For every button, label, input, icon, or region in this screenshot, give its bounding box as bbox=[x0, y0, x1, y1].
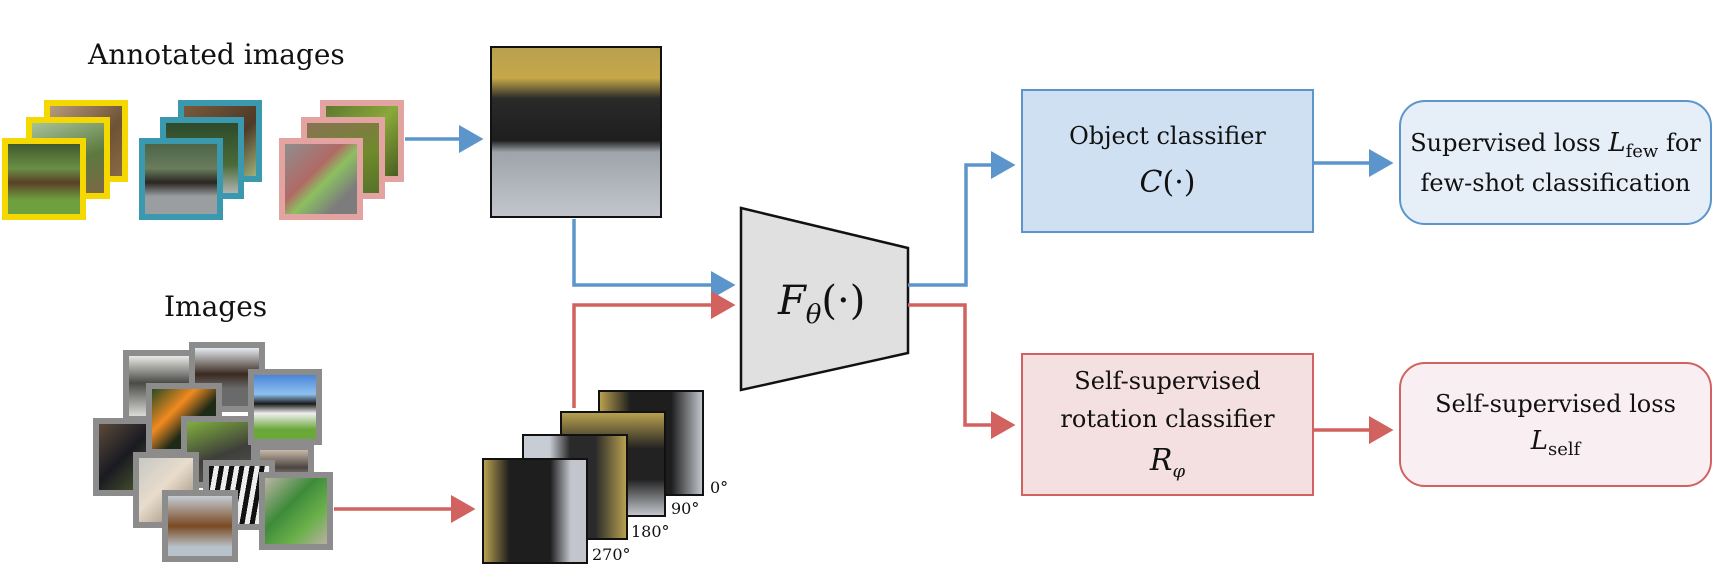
object-classifier-formula: C(·) bbox=[1140, 160, 1196, 205]
self-loss-symbol: L bbox=[1530, 425, 1548, 456]
self-loss-subscript: self bbox=[1547, 439, 1581, 461]
supervised-loss-line1: Supervised loss Lfew for bbox=[1410, 124, 1701, 165]
encoder-shape bbox=[739, 206, 910, 392]
unlabeled-thumb bbox=[162, 490, 238, 562]
supervised-loss-line2: few-shot classification bbox=[1420, 169, 1691, 198]
rotation-label-90: 90° bbox=[671, 499, 700, 518]
object-classifier-box: Object classifier C(·) bbox=[1021, 89, 1314, 233]
rotation-classifier-formula: Rφ bbox=[1150, 438, 1185, 486]
encoder-label: Fθ(·) bbox=[778, 278, 865, 330]
rotation-classifier-subscript: φ bbox=[1172, 460, 1186, 482]
encoder-subscript: θ bbox=[805, 300, 822, 330]
object-classifier-symbol: C bbox=[1139, 164, 1163, 200]
supervised-loss-subscript: few bbox=[1625, 141, 1659, 163]
self-supervised-loss-box: Self-supervised loss Lself bbox=[1399, 362, 1712, 487]
annotated-thumb bbox=[279, 138, 363, 220]
rotation-label-180: 180° bbox=[631, 522, 670, 541]
rotated-image-270 bbox=[482, 458, 588, 564]
supervised-loss-suffix: for bbox=[1658, 128, 1701, 157]
selected-annotated-image bbox=[490, 46, 662, 218]
unlabeled-thumb bbox=[248, 369, 322, 445]
supervised-loss-prefix: Supervised loss bbox=[1410, 128, 1609, 157]
arrow-rotations-to-encoder bbox=[572, 291, 736, 408]
self-loss-line1: Self-supervised loss bbox=[1435, 389, 1676, 418]
images-label: Images bbox=[164, 290, 268, 323]
arrow-encoder-to-rotation-classifier bbox=[908, 303, 1016, 439]
unlabeled-thumb bbox=[259, 472, 333, 550]
rotation-label-0: 0° bbox=[710, 478, 729, 497]
object-classifier-title: Object classifier bbox=[1069, 121, 1266, 150]
annotated-images-label: Annotated images bbox=[88, 38, 345, 71]
rotation-classifier-line1: Self-supervised bbox=[1074, 367, 1261, 396]
arrow-image-to-encoder bbox=[572, 219, 736, 299]
rotation-classifier-box: Self-supervised rotation classifier Rφ bbox=[1021, 353, 1314, 496]
annotated-thumb bbox=[2, 138, 86, 220]
rotation-classifier-line2: rotation classifier bbox=[1060, 404, 1275, 433]
rotation-classifier-symbol: R bbox=[1149, 442, 1173, 478]
annotated-thumb bbox=[139, 138, 223, 220]
supervised-loss-box: Supervised loss Lfew for few-shot classi… bbox=[1399, 100, 1712, 225]
arrow-encoder-to-object-classifier bbox=[908, 151, 1016, 287]
supervised-loss-symbol: L bbox=[1608, 127, 1626, 158]
encoder-symbol: F bbox=[778, 278, 806, 324]
self-loss-formula: Lself bbox=[1531, 422, 1581, 463]
object-classifier-args: (·) bbox=[1162, 164, 1196, 200]
rotation-label-270: 270° bbox=[592, 545, 631, 564]
encoder-args: (·) bbox=[821, 278, 866, 324]
